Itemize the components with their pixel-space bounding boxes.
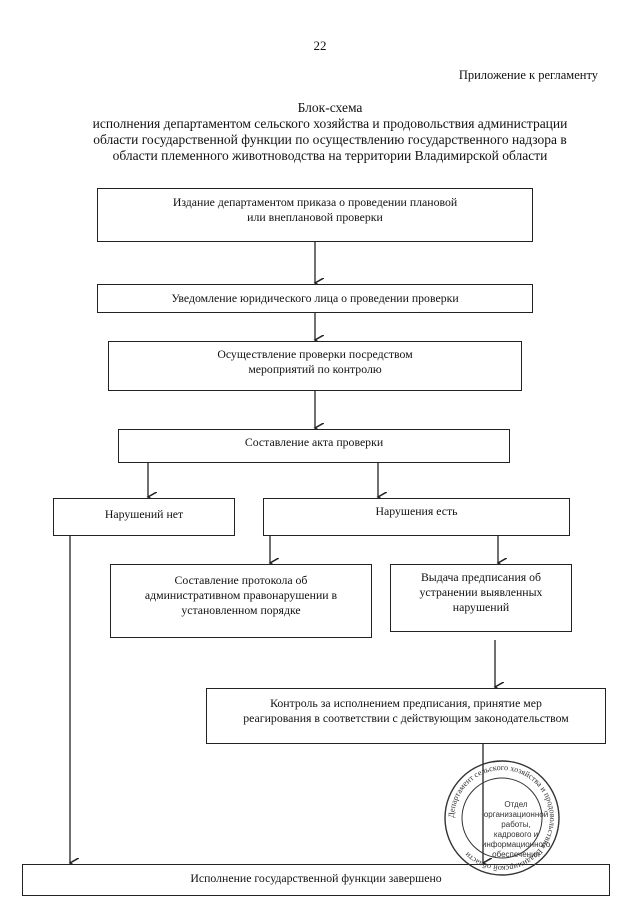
title-line: области племенного животноводства на тер…	[112, 148, 548, 163]
box-text: Составление акта проверки	[244, 435, 384, 449]
box-text: Издание департаментом приказа о проведен…	[172, 195, 458, 209]
box-violations: Нарушения есть	[263, 498, 570, 536]
appendix-label: Приложение к регламенту	[458, 68, 598, 82]
box-control: Контроль за исполнением предписания, при…	[206, 688, 606, 744]
box-text: устранении выявленных	[419, 585, 543, 599]
box-text: Составление протокола об	[174, 573, 308, 587]
title-line: исполнения департаментом сельского хозяй…	[92, 116, 568, 131]
box-text: или внеплановой проверки	[247, 210, 383, 224]
box-text: нарушений	[452, 600, 510, 614]
box-text: реагирования в соответствии с действующи…	[243, 711, 569, 725]
box-notification: Уведомление юридического лица о проведен…	[97, 284, 533, 313]
official-stamp: Департамент сельского хозяйства и продов…	[444, 760, 560, 876]
stamp-line: Отдел организационной работы,	[483, 800, 549, 829]
box-text: Осуществление проверки посредством	[217, 347, 413, 361]
box-text: Исполнение государственной функции завер…	[190, 871, 442, 885]
title-line: Блок-схема	[297, 100, 363, 115]
box-text: установленном порядке	[181, 603, 301, 617]
box-text: административном правонарушении в	[144, 588, 338, 602]
stamp-line: кадрового и	[493, 830, 539, 839]
box-no-violations: Нарушений нет	[53, 498, 235, 536]
diagram-title: Блок-схема исполнения департаментом сель…	[60, 100, 600, 164]
title-line: области государственной функции по осуще…	[93, 132, 567, 147]
box-prescription: Выдача предписания об устранении выявлен…	[390, 564, 572, 632]
box-inspection-act: Составление акта проверки	[118, 429, 510, 463]
stamp-inner-text: Отдел организационной работы, кадрового …	[478, 800, 554, 860]
box-text: Контроль за исполнением предписания, при…	[270, 696, 542, 710]
box-text: мероприятий по контролю	[248, 362, 382, 376]
stamp-line: информационного	[481, 840, 551, 849]
box-completed: Исполнение государственной функции завер…	[22, 864, 610, 896]
box-text: Нарушения есть	[375, 504, 458, 518]
box-order-issuance: Издание департаментом приказа о проведен…	[97, 188, 533, 242]
box-protocol: Составление протокола об административно…	[110, 564, 372, 638]
page-number: 22	[313, 38, 327, 53]
box-text: Нарушений нет	[104, 507, 184, 521]
box-text: Выдача предписания об	[420, 570, 542, 584]
stamp-line: обеспечения	[492, 850, 540, 859]
box-inspection: Осуществление проверки посредством мероп…	[108, 341, 522, 391]
box-text: Уведомление юридического лица о проведен…	[171, 291, 459, 305]
